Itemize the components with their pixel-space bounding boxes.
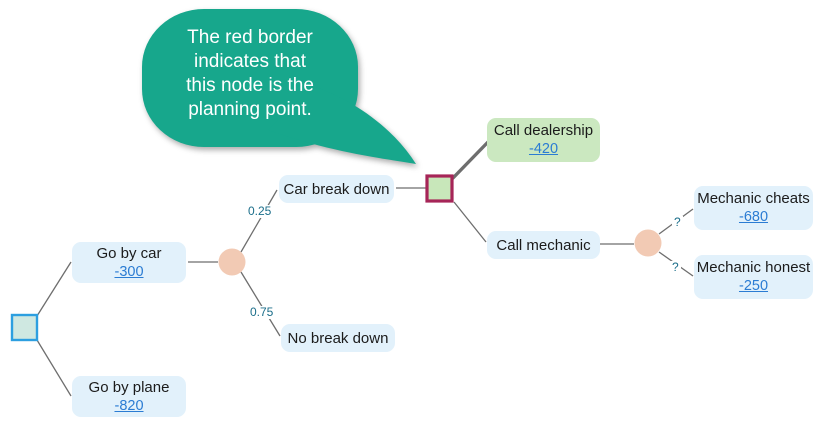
annotation-bubble-tail <box>268 86 416 164</box>
branch-label: Go by car <box>96 244 162 262</box>
probability-no-break-down[interactable]: 0.75 <box>248 305 276 319</box>
edge-chance-no-break-down <box>240 271 281 337</box>
planning-point-node[interactable] <box>425 174 454 203</box>
branch-label: No break down <box>287 329 389 347</box>
branch-box-mechanic-honest[interactable]: Mechanic honest -250 <box>694 255 813 299</box>
chance-node-break-down[interactable] <box>218 248 246 276</box>
value-mechanic-honest[interactable]: -250 <box>738 278 769 294</box>
value-go-by-plane[interactable]: -820 <box>114 397 144 414</box>
branch-box-mechanic-cheats[interactable]: Mechanic cheats -680 <box>694 186 813 230</box>
branch-label: Mechanic honest <box>696 259 811 276</box>
branch-box-call-mechanic[interactable]: Call mechanic <box>487 231 600 259</box>
best-path-edge-call-dealership <box>451 140 490 180</box>
branch-box-car-break-down[interactable]: Car break down <box>279 175 394 203</box>
annotation-line: The red border <box>187 27 313 48</box>
annotation-bubble <box>142 9 416 164</box>
chance-node-mechanic[interactable] <box>634 229 662 257</box>
annotation-bubble-text: The red border indicates that this node … <box>154 26 346 122</box>
value-mechanic-cheats[interactable]: -680 <box>738 209 769 225</box>
edge-root-go-by-car <box>36 261 72 317</box>
branch-label: Car break down <box>283 180 390 198</box>
branch-label: Call dealership <box>493 122 594 139</box>
annotation-line: this node is the <box>186 75 314 96</box>
edge-root-go-by-plane <box>36 339 72 397</box>
edge-chance-car-break-down <box>240 189 278 253</box>
annotation-line: planning point. <box>188 99 312 120</box>
annotation-line: indicates that <box>194 51 306 72</box>
branch-label: Go by plane <box>88 378 170 396</box>
probability-car-break-down[interactable]: 0.25 <box>246 204 274 218</box>
branch-box-go-by-car[interactable]: Go by car -300 <box>72 242 186 283</box>
branch-box-go-by-plane[interactable]: Go by plane -820 <box>72 376 186 417</box>
root-decision-node[interactable] <box>10 313 39 342</box>
edge-planning-call-mechanic <box>453 201 487 243</box>
branch-box-no-break-down[interactable]: No break down <box>281 324 395 352</box>
probability-mechanic-cheats[interactable]: ? <box>672 215 683 229</box>
branch-box-call-dealership[interactable]: Call dealership -420 <box>487 118 600 162</box>
value-go-by-car[interactable]: -300 <box>114 263 144 280</box>
value-call-dealership[interactable]: -420 <box>528 141 559 157</box>
branch-label: Mechanic cheats <box>697 190 810 207</box>
branch-label: Call mechanic <box>496 236 591 254</box>
probability-mechanic-honest[interactable]: ? <box>670 260 681 274</box>
